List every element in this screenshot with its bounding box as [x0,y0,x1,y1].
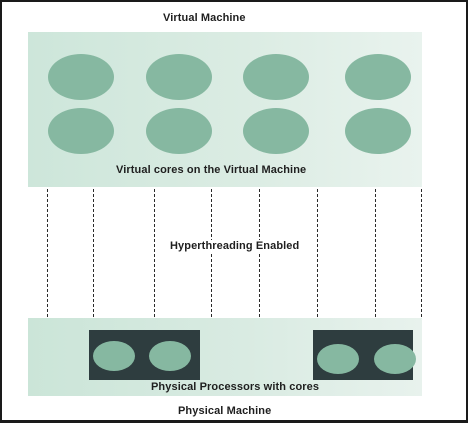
physical-machine-title: Physical Machine [178,405,272,417]
dashed-connector [47,189,48,317]
dashed-connector [375,189,376,317]
dashed-connector [317,189,318,317]
virtual-machine-title: Virtual Machine [163,12,246,24]
physical-processor [313,330,416,380]
dashed-connector [421,189,422,317]
dashed-connector [93,189,94,317]
physical-core [374,344,416,374]
physical-processors-caption: Physical Processors with cores [151,381,320,393]
virtual-core [146,108,212,154]
virtual-core [243,54,309,100]
physical-processor [89,330,200,380]
virtual-core [48,54,114,100]
virtual-core [146,54,212,100]
virtual-core [345,108,411,154]
dashed-connector [154,189,155,317]
virtual-core [345,54,411,100]
virtual-cores-caption: Virtual cores on the Virtual Machine [116,164,307,176]
dashed-connector [211,189,212,317]
physical-core [149,341,191,371]
virtual-core [243,108,309,154]
dashed-connector [259,189,260,317]
virtual-core [48,108,114,154]
physical-core [93,341,135,371]
hyperthreading-label: Hyperthreading Enabled [168,240,302,252]
physical-core [317,344,359,374]
